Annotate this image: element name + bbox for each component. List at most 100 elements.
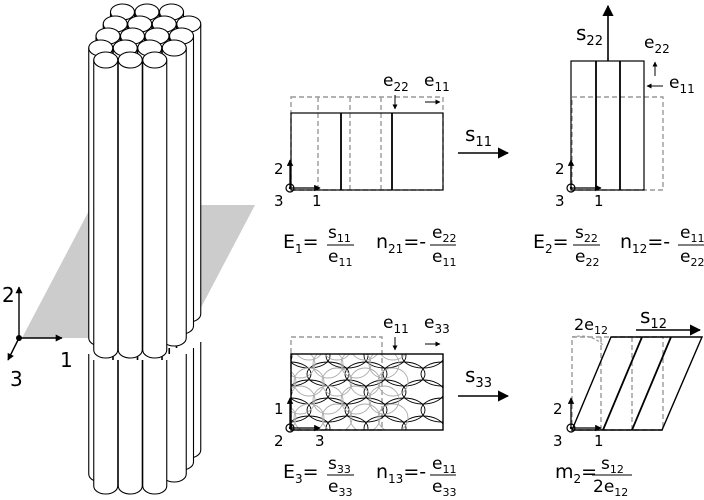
svg-text:e11: e11 bbox=[432, 454, 456, 476]
panel-transverse-11: e22 e11 2 1 3 bbox=[274, 71, 450, 210]
fiber-ellipse bbox=[363, 354, 407, 369]
formula-n12: n12=- e11 e22 bbox=[620, 223, 704, 269]
axis-3-arrow bbox=[7, 337, 20, 361]
deformed-fiber-ellipse bbox=[349, 403, 381, 430]
axes-origin bbox=[16, 335, 22, 341]
deformed-fiber-ellipse bbox=[349, 367, 381, 397]
load-arrow-s11: s11 bbox=[458, 122, 510, 159]
fiber-ellipse bbox=[401, 379, 443, 405]
fiber-ellipse bbox=[382, 361, 426, 387]
deformed-fiber-ellipse bbox=[340, 354, 372, 379]
deformed-fiber-ellipse bbox=[321, 367, 353, 397]
eps11-label: e11 bbox=[669, 73, 695, 96]
origin-circle bbox=[566, 183, 576, 193]
fiber-bundle bbox=[22, 3, 255, 495]
svg-text:e22: e22 bbox=[680, 247, 704, 269]
origin-dot bbox=[569, 426, 573, 430]
axis-3-label: 3 bbox=[274, 192, 284, 210]
formula-E3: E3= s33 e33 bbox=[283, 454, 354, 499]
fiber-ellipse bbox=[401, 354, 443, 369]
fiber-column bbox=[117, 360, 143, 495]
deformed-fiber-ellipse bbox=[291, 354, 316, 379]
formula-n13: n13=- e11 e33 bbox=[376, 454, 456, 499]
svg-text:e22: e22 bbox=[575, 247, 599, 269]
deformed-fiber-ellipse bbox=[312, 385, 344, 415]
fiber-ellipse bbox=[420, 361, 443, 387]
s12-label: s12 bbox=[640, 304, 667, 332]
fiber-ellipse bbox=[291, 354, 331, 369]
origin-dot bbox=[288, 186, 292, 190]
deformed-fiber-ellipse bbox=[377, 403, 409, 430]
load-arrow-s33: s33 bbox=[458, 363, 510, 402]
origin-dot bbox=[288, 426, 292, 430]
svg-text:s22: s22 bbox=[575, 223, 598, 245]
axis-2-label: 2 bbox=[274, 432, 284, 450]
deformed-fiber-ellipse bbox=[368, 354, 400, 379]
original-outline bbox=[571, 336, 664, 431]
deformed-fiber-ellipse bbox=[312, 354, 344, 379]
deformed-fiber-ellipse bbox=[324, 354, 350, 361]
s33-label: s33 bbox=[465, 363, 492, 391]
sheared-fiber-line bbox=[631, 336, 672, 431]
svg-text:n12=-: n12=- bbox=[620, 231, 670, 256]
formula-m2: m2= s12 2e12 bbox=[555, 454, 632, 499]
deformed-fiber-ellipse bbox=[293, 367, 325, 397]
axis-3-label: 3 bbox=[555, 192, 565, 210]
fiber-end-caps bbox=[88, 3, 202, 69]
eps33-label: e33 bbox=[424, 313, 450, 336]
axis-1-label: 1 bbox=[312, 192, 322, 210]
deformed-fiber-ellipse bbox=[291, 406, 297, 430]
axis-3-label: 3 bbox=[315, 432, 325, 450]
fiber-column bbox=[142, 60, 168, 359]
original-outline bbox=[570, 60, 645, 191]
axis-3-label: 3 bbox=[553, 432, 563, 450]
deformed-fiber-ellipse bbox=[296, 354, 322, 361]
deformed-fiber-ellipse bbox=[291, 370, 297, 394]
deformed-fiber-ellipse bbox=[340, 385, 372, 415]
origin-dot bbox=[569, 186, 573, 190]
original-outline bbox=[290, 112, 444, 191]
svg-text:s12: s12 bbox=[601, 454, 624, 476]
svg-text:e33: e33 bbox=[328, 477, 352, 499]
deformed-outline bbox=[571, 96, 664, 191]
svg-text:s11: s11 bbox=[328, 223, 351, 245]
fiber-column bbox=[117, 60, 143, 359]
svg-text:s33: s33 bbox=[328, 454, 351, 476]
fiber-ellipse bbox=[382, 397, 426, 423]
formula-n21: n21=- e22 e11 bbox=[376, 223, 456, 269]
axis-2-label: 2 bbox=[274, 160, 284, 178]
svg-text:m2=: m2= bbox=[555, 461, 597, 486]
fiber-column bbox=[93, 60, 119, 359]
fiber-end bbox=[161, 39, 187, 57]
fiber-column bbox=[142, 360, 168, 495]
fiber-ellipse bbox=[401, 415, 443, 430]
s11-label: s11 bbox=[465, 122, 492, 150]
deformed-outline bbox=[290, 96, 444, 191]
axis-1-label: 1 bbox=[274, 400, 284, 418]
svg-text:e33: e33 bbox=[432, 477, 456, 499]
sheared-fiber-line bbox=[602, 336, 643, 431]
deformed-fiber-ellipse bbox=[291, 385, 316, 415]
eps11-label: e11 bbox=[424, 71, 450, 94]
formula-E1: E1= s11 e11 bbox=[283, 223, 354, 269]
fiber-ellipse bbox=[420, 397, 443, 423]
deformed-fiber-ellipse bbox=[380, 354, 406, 361]
fiber-end bbox=[117, 51, 143, 69]
svg-text:e22: e22 bbox=[432, 223, 456, 245]
axis-3-label: 3 bbox=[10, 367, 23, 391]
axis-2-label: 2 bbox=[555, 160, 565, 178]
svg-text:2e12: 2e12 bbox=[593, 477, 628, 499]
axis-1-label: 1 bbox=[60, 348, 73, 372]
axis-2-label: 2 bbox=[2, 283, 15, 307]
fiber-ellipse bbox=[363, 415, 407, 430]
fiber-ellipse bbox=[291, 387, 293, 397]
fiber-ellipse bbox=[363, 379, 407, 405]
fiber-column bbox=[93, 360, 119, 495]
formula-E2: E2= s22 e22 bbox=[533, 223, 600, 269]
shear-angle-arc bbox=[571, 335, 605, 347]
svg-text:E2=: E2= bbox=[533, 231, 569, 256]
original-outline bbox=[290, 353, 444, 431]
deformed-fiber-ellipse bbox=[352, 354, 378, 361]
svg-text:e11: e11 bbox=[328, 247, 352, 269]
deformed-fiber-ellipse bbox=[293, 403, 325, 430]
